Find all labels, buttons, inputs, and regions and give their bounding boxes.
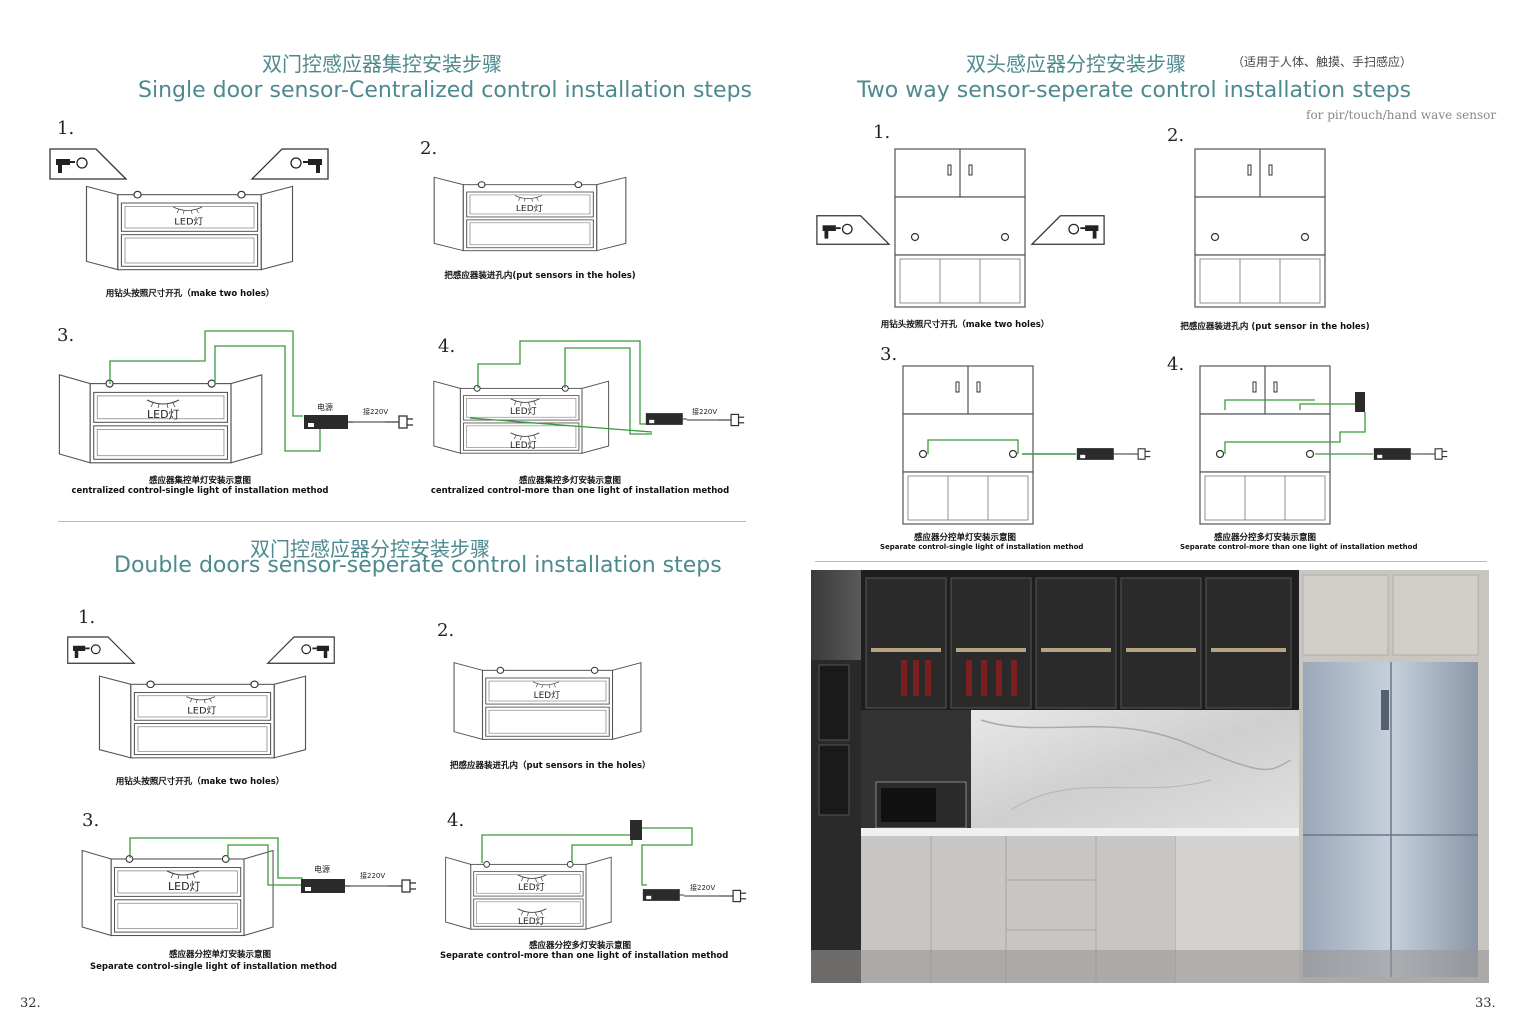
step-caption-en: centralized control-single light of inst… xyxy=(71,486,329,496)
led-label: LED灯 xyxy=(518,916,545,927)
step-number: 1. xyxy=(78,607,96,628)
drill-icon xyxy=(1030,212,1106,250)
step-caption: 感应器分控多灯安装示意图 xyxy=(1213,533,1316,543)
power-label: 电源 xyxy=(314,864,330,874)
mains-label: 接220V xyxy=(360,871,385,880)
step-caption: 把感应器装进孔内(put sensors in the holes) xyxy=(444,271,636,281)
step-caption-en: Separate control-single light of install… xyxy=(880,543,1084,551)
power-label: 电源 xyxy=(317,402,333,412)
step-caption: 感应器分控多灯安装示意图 xyxy=(528,941,631,951)
step-caption-en: Separate control-single light of install… xyxy=(90,962,337,972)
section1-title-cn: 双门控感应器集控安装步骤 xyxy=(262,52,502,76)
step-caption: 感应器分控单灯安装示意图 xyxy=(168,950,271,960)
step-caption-en: Separate control-more than one light of … xyxy=(1180,543,1418,551)
step-caption: 把感应器装进孔内 (put sensor in the holes) xyxy=(1180,322,1370,332)
wiring-diagram xyxy=(1199,365,1448,525)
mains-label: 接220V xyxy=(690,883,715,892)
page-number: 32. xyxy=(20,996,41,1011)
right-subtitle: for pir/touch/hand wave sensor xyxy=(1306,108,1497,122)
step-number: 2. xyxy=(420,138,438,159)
step-caption: 用钻头按照尺寸开孔（make two holes） xyxy=(115,777,285,787)
step-number: 4. xyxy=(447,810,465,831)
led-label: LED灯 xyxy=(510,440,537,451)
cabinet-diagram: LED灯 xyxy=(430,170,630,258)
step-caption: 感应器集控单灯安装示意图 xyxy=(148,476,251,486)
mains-label: 接220V xyxy=(363,407,388,416)
led-label: LED灯 xyxy=(168,880,201,893)
step-caption: 感应器集控多灯安装示意图 xyxy=(518,476,621,486)
page-number: 33. xyxy=(1475,996,1496,1011)
mains-label: 接220V xyxy=(692,407,717,416)
wiring-diagram: LED灯 LED灯 接220V xyxy=(433,340,745,454)
step-caption: 感应器分控单灯安装示意图 xyxy=(913,533,1016,543)
step-number: 4. xyxy=(438,336,456,357)
led-label: LED灯 xyxy=(147,408,180,421)
kitchen-cabinet-diagram xyxy=(890,145,1030,310)
step-number: 3. xyxy=(880,344,898,365)
led-label: LED灯 xyxy=(516,204,543,214)
wiring-diagram: LED灯 LED灯 接220V xyxy=(445,820,747,930)
step-number: 3. xyxy=(82,810,100,831)
step-caption-en: Separate control-more than one light of … xyxy=(440,951,729,961)
section1-title-en: Single door sensor-Centralized control i… xyxy=(138,78,753,103)
step-caption: 用钻头按照尺寸开孔（make two holes） xyxy=(880,320,1050,330)
wiring-diagram: LED灯 电源 接220V xyxy=(58,330,414,464)
cabinet-diagram: LED灯 xyxy=(95,668,310,766)
cabinet-diagram: LED灯 xyxy=(450,655,645,747)
section-divider xyxy=(58,521,746,522)
led-label: LED灯 xyxy=(518,882,545,893)
step-caption-en: centralized control-more than one light … xyxy=(430,486,730,496)
drill-icon xyxy=(66,633,136,669)
kitchen-photo xyxy=(811,570,1489,983)
step-number: 2. xyxy=(1167,125,1185,146)
right-title-en: Two way sensor-seperate control installa… xyxy=(857,78,1412,103)
led-label: LED灯 xyxy=(174,217,204,228)
step-number: 3. xyxy=(57,325,75,346)
led-label: LED灯 xyxy=(534,690,561,701)
wiring-diagram xyxy=(902,365,1151,525)
led-label: LED灯 xyxy=(510,406,537,417)
drill-icon xyxy=(266,633,336,669)
kitchen-cabinet-diagram xyxy=(1190,145,1330,310)
drill-icon xyxy=(815,212,891,250)
step-number: 2. xyxy=(437,620,455,641)
right-title-note: （适用于人体、触摸、手扫感应） xyxy=(1232,55,1413,69)
step-number: 1. xyxy=(57,118,75,139)
wiring-diagram: LED灯 电源 接220V xyxy=(81,837,417,937)
step-caption: 把感应器装进孔内（put sensors in the holes） xyxy=(450,761,651,771)
cabinet-diagram: LED灯 xyxy=(82,178,297,278)
section-divider xyxy=(815,561,1487,562)
step-number: 4. xyxy=(1167,354,1185,375)
section2-title-en: Double doors sensor-seperate control ins… xyxy=(114,553,722,578)
section2-title-cn: 双门控感应器分控安装步骤 xyxy=(250,537,490,561)
led-label: LED灯 xyxy=(187,706,217,716)
right-title-cn: 双头感应器分控安装步骤 xyxy=(966,52,1186,76)
step-caption: 用钻头按照尺寸开孔（make two holes） xyxy=(105,289,275,299)
step-number: 1. xyxy=(873,122,891,143)
